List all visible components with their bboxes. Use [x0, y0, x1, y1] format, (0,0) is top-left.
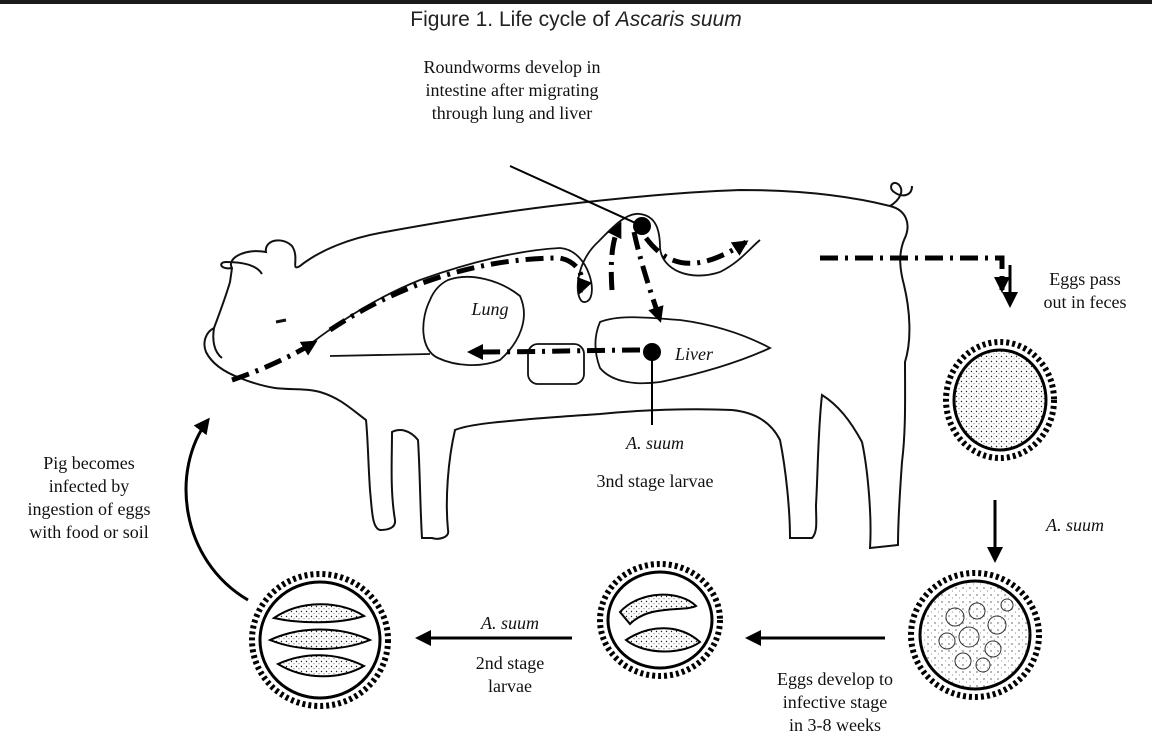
- eggs-pass-line1: Eggs pass: [1020, 268, 1150, 291]
- roundworm-label-line1: Roundworms develop in: [362, 56, 662, 79]
- infected-label: Pig becomes infected by ingestion of egg…: [0, 452, 178, 544]
- route-liver-to-lung: [470, 350, 640, 352]
- develop-label: Eggs develop to infective stage in 3-8 w…: [750, 668, 920, 737]
- egg-unembryonated: [946, 342, 1054, 458]
- larvae-stage-label: 3nd stage larvae: [565, 470, 745, 493]
- infected-line1: Pig becomes: [0, 452, 178, 475]
- egg-second-stage: [252, 574, 388, 706]
- roundworm-label: Roundworms develop in intestine after mi…: [362, 56, 662, 125]
- roundworm-label-line3: through lung and liver: [362, 102, 662, 125]
- develop-line1: Eggs develop to: [750, 668, 920, 691]
- lung-label: Lung: [460, 298, 520, 321]
- larvae-species-label: A. suum: [600, 432, 710, 455]
- infected-line3: ingestion of eggs: [0, 498, 178, 521]
- infected-line4: with food or soil: [0, 521, 178, 544]
- second-line1: 2nd stage: [440, 652, 580, 675]
- develop-line3: in 3-8 weeks: [750, 714, 920, 737]
- second-stage-label: 2nd stage larvae: [440, 652, 580, 698]
- pig-body: [204, 190, 909, 548]
- egg-infective: [600, 564, 720, 676]
- second-species-label: A. suum: [455, 612, 565, 635]
- second-line2: larvae: [440, 675, 580, 698]
- pig-eye: [276, 320, 286, 322]
- eggs-pass-line2: out in feces: [1020, 291, 1150, 314]
- develop-line2: infective stage: [750, 691, 920, 714]
- eggs-pass-label: Eggs pass out in feces: [1020, 268, 1150, 314]
- liver-label: Liver: [664, 343, 724, 366]
- roundworm-label-line2: intestine after migrating: [362, 79, 662, 102]
- egg-developing: [911, 573, 1039, 697]
- arrow-larvae-to-pig: [186, 420, 248, 600]
- pig-outline: [204, 183, 912, 548]
- roundworm-dot: [633, 217, 651, 235]
- egg-species-label: A. suum: [1020, 514, 1130, 537]
- infected-line2: infected by: [0, 475, 178, 498]
- larvae-dot: [643, 343, 661, 361]
- pig-tail: [890, 183, 912, 206]
